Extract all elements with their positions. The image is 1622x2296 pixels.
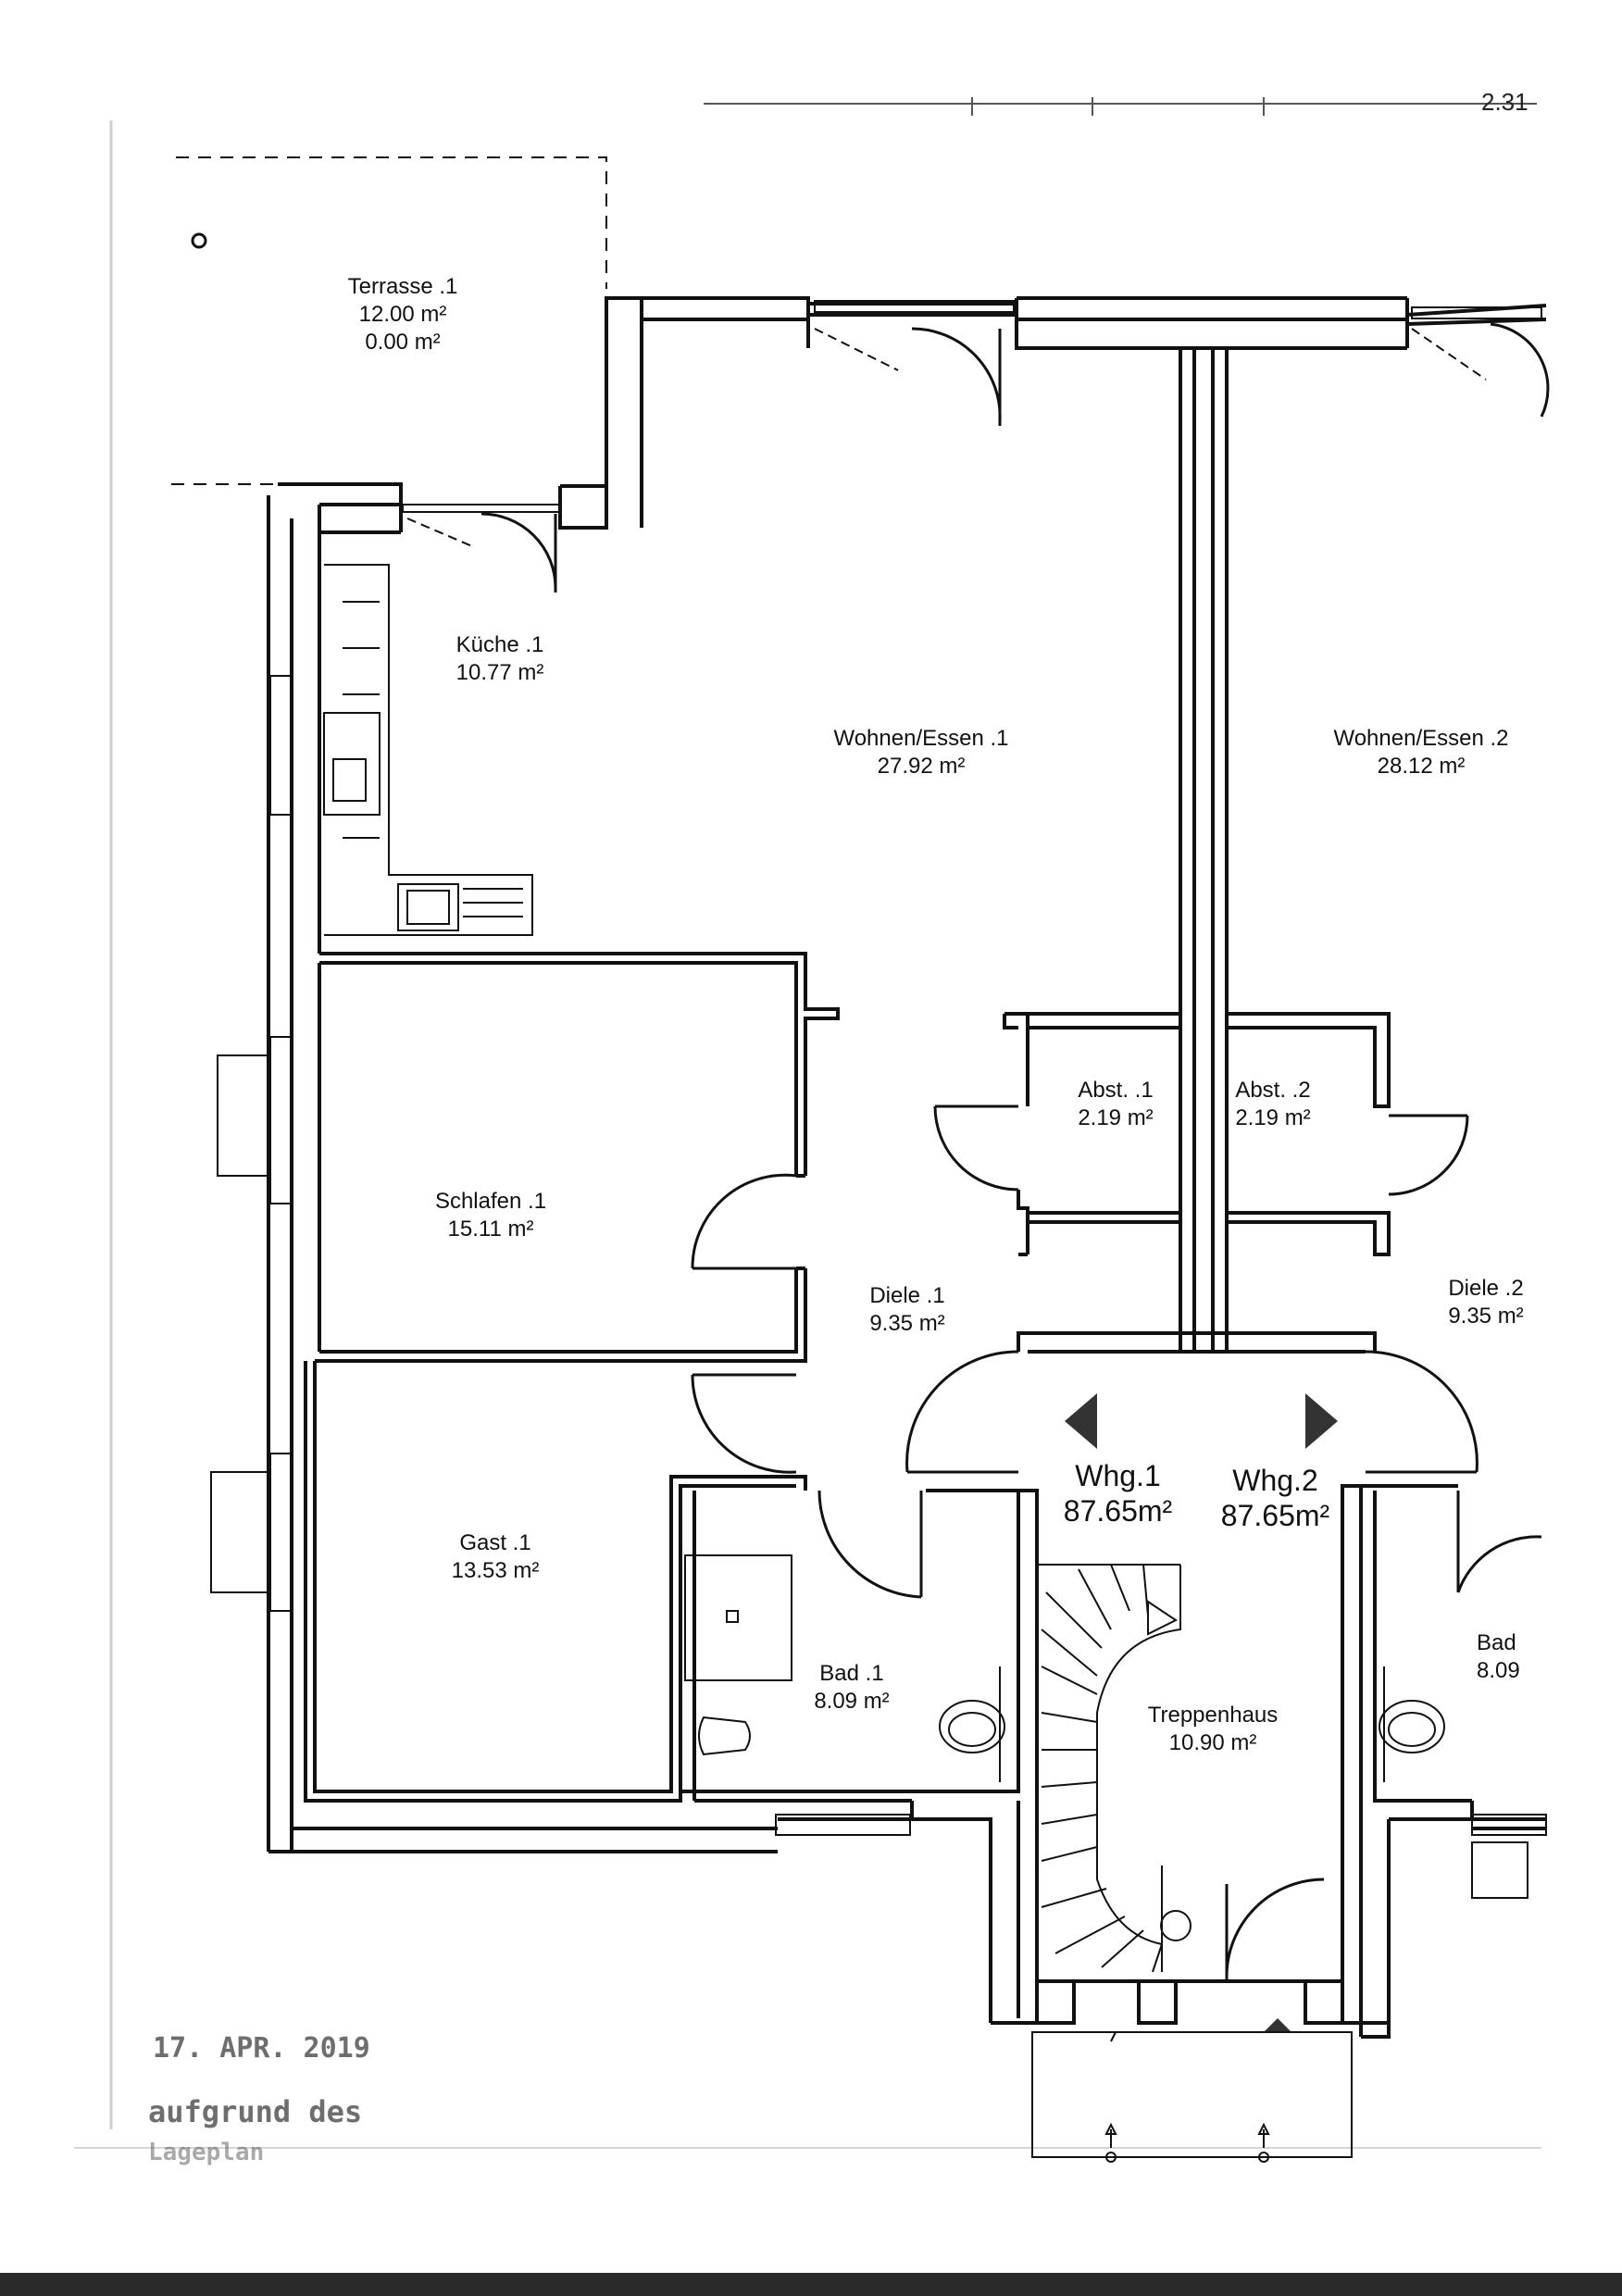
room-label-bath1: Bad .1 8.09 m²	[782, 1660, 921, 1716]
hall1-name: Diele .1	[869, 1283, 945, 1308]
stamp-line-2: aufgrund des	[148, 2094, 363, 2129]
terrace-area: 12.00 m²	[358, 302, 447, 327]
bath1-area: 8.09 m²	[814, 1689, 890, 1714]
staircase	[1037, 1564, 1192, 1973]
living2-name: Wohnen/Essen .2	[1333, 726, 1509, 751]
guest-name: Gast .1	[459, 1530, 531, 1555]
arrow-right-icon	[1305, 1393, 1338, 1449]
apartment-2-name: Whg.2	[1232, 1464, 1318, 1497]
kitchen-area: 10.77 m²	[455, 660, 544, 685]
bedroom-name: Schlafen .1	[434, 1189, 547, 1214]
terrace-name: Terrasse .1	[347, 274, 458, 299]
entrance-marker-icon	[1264, 2018, 1291, 2032]
stamp-date: 17. APR. 2019	[153, 2032, 370, 2065]
kitchen-counter	[323, 564, 533, 936]
hall2-area: 9.35 m²	[1448, 1304, 1524, 1329]
bath1-name: Bad .1	[819, 1661, 884, 1686]
bath2-fixtures	[1379, 1666, 1445, 1782]
room-label-hall1: Diele .1 9.35 m²	[815, 1282, 1000, 1338]
stamp-line-3: Lageplan	[148, 2139, 265, 2166]
apartment-1-name: Whg.1	[1075, 1459, 1161, 1492]
arrow-left-icon	[1065, 1393, 1097, 1449]
bedroom-area: 15.11 m²	[447, 1217, 534, 1242]
apartment-1-area: 87.65m²	[1063, 1494, 1173, 1528]
hall2-name: Diele .2	[1448, 1276, 1524, 1301]
terrace-area-alt: 0.00 m²	[365, 330, 441, 355]
windows	[210, 300, 1547, 1899]
bath1-fixtures	[684, 1554, 1005, 1782]
room-label-storage1: Abst. .1 2.19 m²	[1046, 1077, 1185, 1132]
living1-name: Wohnen/Essen .1	[833, 726, 1009, 751]
room-label-terrace: Terrasse .1 12.00 m² 0.00 m²	[310, 273, 495, 356]
guest-area: 13.53 m²	[451, 1558, 540, 1583]
room-label-bedroom: Schlafen .1 15.11 m²	[398, 1188, 583, 1243]
entry-porch	[1031, 2031, 1353, 2163]
apartment-label-2: Whg.2 87.65m²	[1204, 1463, 1347, 1533]
room-label-living1: Wohnen/Essen .1 27.92 m²	[796, 725, 1046, 780]
storage2-area: 2.19 m²	[1235, 1105, 1311, 1130]
storage2-name: Abst. .2	[1235, 1078, 1311, 1103]
apartment-2-area: 87.65m²	[1220, 1499, 1330, 1532]
apartment-label-1: Whg.1 87.65m²	[1046, 1458, 1190, 1529]
hall1-area: 9.35 m²	[869, 1311, 945, 1336]
stairwell-name: Treppenhaus	[1147, 1703, 1279, 1728]
bath2-area: 8.09	[1477, 1658, 1520, 1683]
stairwell-area: 10.90 m²	[1168, 1730, 1257, 1755]
room-label-living2: Wohnen/Essen .2 28.12 m²	[1296, 725, 1546, 780]
kitchen-name: Küche .1	[455, 632, 544, 657]
terrace-outline	[171, 156, 607, 485]
room-label-hall2: Diele .2 9.35 m²	[1398, 1275, 1574, 1330]
room-label-kitchen: Küche .1 10.77 m²	[417, 631, 583, 687]
storage1-name: Abst. .1	[1078, 1078, 1154, 1103]
living2-area: 28.12 m²	[1377, 754, 1466, 779]
bath2-name: Bad	[1477, 1630, 1516, 1655]
door-swings	[406, 322, 1550, 1981]
storage1-area: 2.19 m²	[1078, 1105, 1154, 1130]
living1-area: 27.92 m²	[877, 754, 966, 779]
room-label-guest: Gast .1 13.53 m²	[407, 1529, 583, 1585]
terrace-marker	[191, 232, 207, 249]
room-label-stairwell: Treppenhaus 10.90 m²	[1120, 1702, 1305, 1757]
room-label-bath2: Bad 8.09	[1477, 1629, 1546, 1685]
room-label-storage2: Abst. .2 2.19 m²	[1204, 1077, 1342, 1132]
sheet-corner-number: 2.31	[1481, 88, 1528, 116]
